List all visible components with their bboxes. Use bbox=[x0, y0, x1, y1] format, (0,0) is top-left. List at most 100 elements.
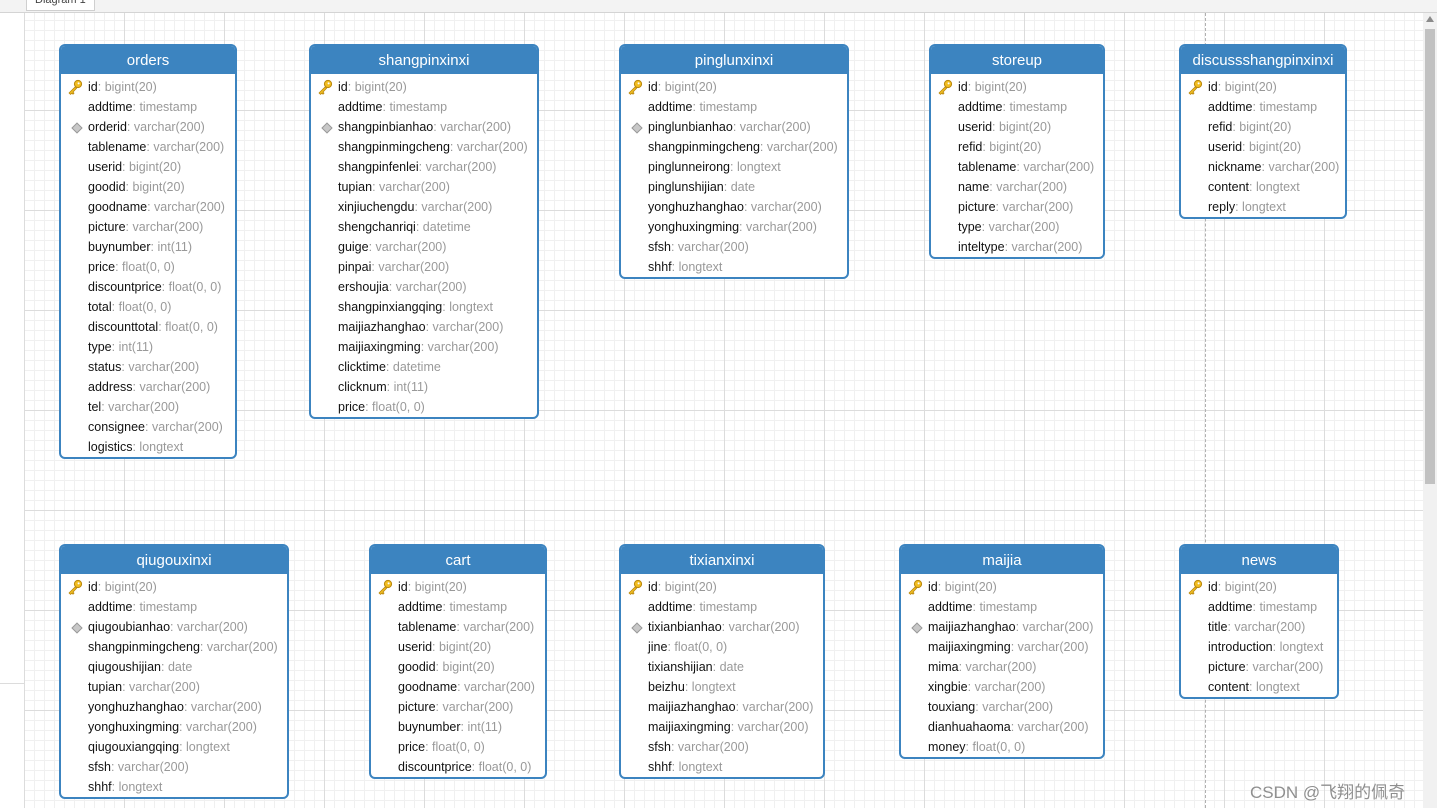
field-row[interactable]: addtime: timestamp bbox=[371, 597, 545, 617]
field-row[interactable]: content: longtext bbox=[1181, 677, 1337, 697]
field-row[interactable]: shangpinmingcheng: varchar(200) bbox=[61, 637, 287, 657]
field-row[interactable]: refid: bigint(20) bbox=[931, 137, 1103, 157]
field-row[interactable]: id: bigint(20) bbox=[1181, 577, 1337, 597]
field-row[interactable]: id: bigint(20) bbox=[61, 577, 287, 597]
field-row[interactable]: maijiazhanghao: varchar(200) bbox=[901, 617, 1103, 637]
field-row[interactable]: touxiang: varchar(200) bbox=[901, 697, 1103, 717]
field-row[interactable]: status: varchar(200) bbox=[61, 357, 235, 377]
table-title[interactable]: maijia bbox=[901, 546, 1103, 574]
field-row[interactable]: shhf: longtext bbox=[621, 257, 847, 277]
field-row[interactable]: id: bigint(20) bbox=[901, 577, 1103, 597]
field-row[interactable]: address: varchar(200) bbox=[61, 377, 235, 397]
field-row[interactable]: title: varchar(200) bbox=[1181, 617, 1337, 637]
field-row[interactable]: discounttotal: float(0, 0) bbox=[61, 317, 235, 337]
table-qiugouxinxi[interactable]: qiugouxinxi id: bigint(20)addtime: times… bbox=[59, 544, 289, 799]
field-row[interactable]: content: longtext bbox=[1181, 177, 1345, 197]
field-row[interactable]: beizhu: longtext bbox=[621, 677, 823, 697]
field-row[interactable]: type: int(11) bbox=[61, 337, 235, 357]
field-row[interactable]: maijiazhanghao: varchar(200) bbox=[311, 317, 537, 337]
table-title[interactable]: discussshangpinxinxi bbox=[1181, 46, 1345, 74]
field-row[interactable]: yonghuxingming: varchar(200) bbox=[61, 717, 287, 737]
table-title[interactable]: cart bbox=[371, 546, 545, 574]
field-row[interactable]: xingbie: varchar(200) bbox=[901, 677, 1103, 697]
field-row[interactable]: logistics: longtext bbox=[61, 437, 235, 457]
field-row[interactable]: id: bigint(20) bbox=[621, 577, 823, 597]
field-row[interactable]: id: bigint(20) bbox=[1181, 77, 1345, 97]
table-discussshangpinxinxi[interactable]: discussshangpinxinxi id: bigint(20)addti… bbox=[1179, 44, 1347, 219]
field-row[interactable]: id: bigint(20) bbox=[621, 77, 847, 97]
table-pinglunxinxi[interactable]: pinglunxinxi id: bigint(20)addtime: time… bbox=[619, 44, 849, 279]
field-row[interactable]: xinjiuchengdu: varchar(200) bbox=[311, 197, 537, 217]
field-row[interactable]: discountprice: float(0, 0) bbox=[371, 757, 545, 777]
field-row[interactable]: addtime: timestamp bbox=[61, 97, 235, 117]
field-row[interactable]: addtime: timestamp bbox=[621, 597, 823, 617]
vertical-scrollbar[interactable] bbox=[1423, 13, 1437, 808]
field-row[interactable]: tixianbianhao: varchar(200) bbox=[621, 617, 823, 637]
table-title[interactable]: orders bbox=[61, 46, 235, 74]
field-row[interactable]: shangpinmingcheng: varchar(200) bbox=[311, 137, 537, 157]
scrollbar-thumb[interactable] bbox=[1425, 29, 1435, 484]
field-row[interactable]: tupian: varchar(200) bbox=[61, 677, 287, 697]
table-title[interactable]: news bbox=[1181, 546, 1337, 574]
field-row[interactable]: addtime: timestamp bbox=[931, 97, 1103, 117]
field-row[interactable]: tablename: varchar(200) bbox=[931, 157, 1103, 177]
table-title[interactable]: qiugouxinxi bbox=[61, 546, 287, 574]
field-row[interactable]: id: bigint(20) bbox=[311, 77, 537, 97]
field-row[interactable]: addtime: timestamp bbox=[1181, 97, 1345, 117]
field-row[interactable]: reply: longtext bbox=[1181, 197, 1345, 217]
field-row[interactable]: tel: varchar(200) bbox=[61, 397, 235, 417]
field-row[interactable]: yonghuzhanghao: varchar(200) bbox=[621, 197, 847, 217]
field-row[interactable]: maijiaxingming: varchar(200) bbox=[311, 337, 537, 357]
field-row[interactable]: shhf: longtext bbox=[61, 777, 287, 797]
table-storeup[interactable]: storeup id: bigint(20)addtime: timestamp… bbox=[929, 44, 1105, 259]
field-row[interactable]: guige: varchar(200) bbox=[311, 237, 537, 257]
field-row[interactable]: qiugoushijian: date bbox=[61, 657, 287, 677]
tab-diagram-1[interactable]: Diagram 1 bbox=[26, 0, 95, 11]
field-row[interactable]: yonghuxingming: varchar(200) bbox=[621, 217, 847, 237]
field-row[interactable]: addtime: timestamp bbox=[311, 97, 537, 117]
field-row[interactable]: jine: float(0, 0) bbox=[621, 637, 823, 657]
field-row[interactable]: addtime: timestamp bbox=[61, 597, 287, 617]
field-row[interactable]: addtime: timestamp bbox=[1181, 597, 1337, 617]
field-row[interactable]: maijiaxingming: varchar(200) bbox=[901, 637, 1103, 657]
table-tixianxinxi[interactable]: tixianxinxi id: bigint(20)addtime: times… bbox=[619, 544, 825, 779]
field-row[interactable]: clicknum: int(11) bbox=[311, 377, 537, 397]
field-row[interactable]: id: bigint(20) bbox=[931, 77, 1103, 97]
field-row[interactable]: price: float(0, 0) bbox=[311, 397, 537, 417]
field-row[interactable]: id: bigint(20) bbox=[61, 77, 235, 97]
field-row[interactable]: userid: bigint(20) bbox=[1181, 137, 1345, 157]
field-row[interactable]: price: float(0, 0) bbox=[371, 737, 545, 757]
field-row[interactable]: inteltype: varchar(200) bbox=[931, 237, 1103, 257]
field-row[interactable]: consignee: varchar(200) bbox=[61, 417, 235, 437]
field-row[interactable]: buynumber: int(11) bbox=[61, 237, 235, 257]
field-row[interactable]: price: float(0, 0) bbox=[61, 257, 235, 277]
field-row[interactable]: qiugouxiangqing: longtext bbox=[61, 737, 287, 757]
field-row[interactable]: ershoujia: varchar(200) bbox=[311, 277, 537, 297]
field-row[interactable]: id: bigint(20) bbox=[371, 577, 545, 597]
field-row[interactable]: sfsh: varchar(200) bbox=[621, 737, 823, 757]
field-row[interactable]: pinglunneirong: longtext bbox=[621, 157, 847, 177]
table-title[interactable]: tixianxinxi bbox=[621, 546, 823, 574]
field-row[interactable]: pinglunbianhao: varchar(200) bbox=[621, 117, 847, 137]
field-row[interactable]: tixianshijian: date bbox=[621, 657, 823, 677]
field-row[interactable]: picture: varchar(200) bbox=[371, 697, 545, 717]
field-row[interactable]: picture: varchar(200) bbox=[61, 217, 235, 237]
field-row[interactable]: name: varchar(200) bbox=[931, 177, 1103, 197]
table-title[interactable]: storeup bbox=[931, 46, 1103, 74]
field-row[interactable]: goodid: bigint(20) bbox=[371, 657, 545, 677]
field-row[interactable]: picture: varchar(200) bbox=[931, 197, 1103, 217]
scroll-up-arrow-icon[interactable] bbox=[1426, 16, 1434, 22]
table-title[interactable]: pinglunxinxi bbox=[621, 46, 847, 74]
field-row[interactable]: tupian: varchar(200) bbox=[311, 177, 537, 197]
field-row[interactable]: userid: bigint(20) bbox=[371, 637, 545, 657]
field-row[interactable]: shangpinxiangqing: longtext bbox=[311, 297, 537, 317]
field-row[interactable]: type: varchar(200) bbox=[931, 217, 1103, 237]
field-row[interactable]: discountprice: float(0, 0) bbox=[61, 277, 235, 297]
field-row[interactable]: shangpinmingcheng: varchar(200) bbox=[621, 137, 847, 157]
field-row[interactable]: introduction: longtext bbox=[1181, 637, 1337, 657]
field-row[interactable]: pinpai: varchar(200) bbox=[311, 257, 537, 277]
field-row[interactable]: dianhuahaoma: varchar(200) bbox=[901, 717, 1103, 737]
